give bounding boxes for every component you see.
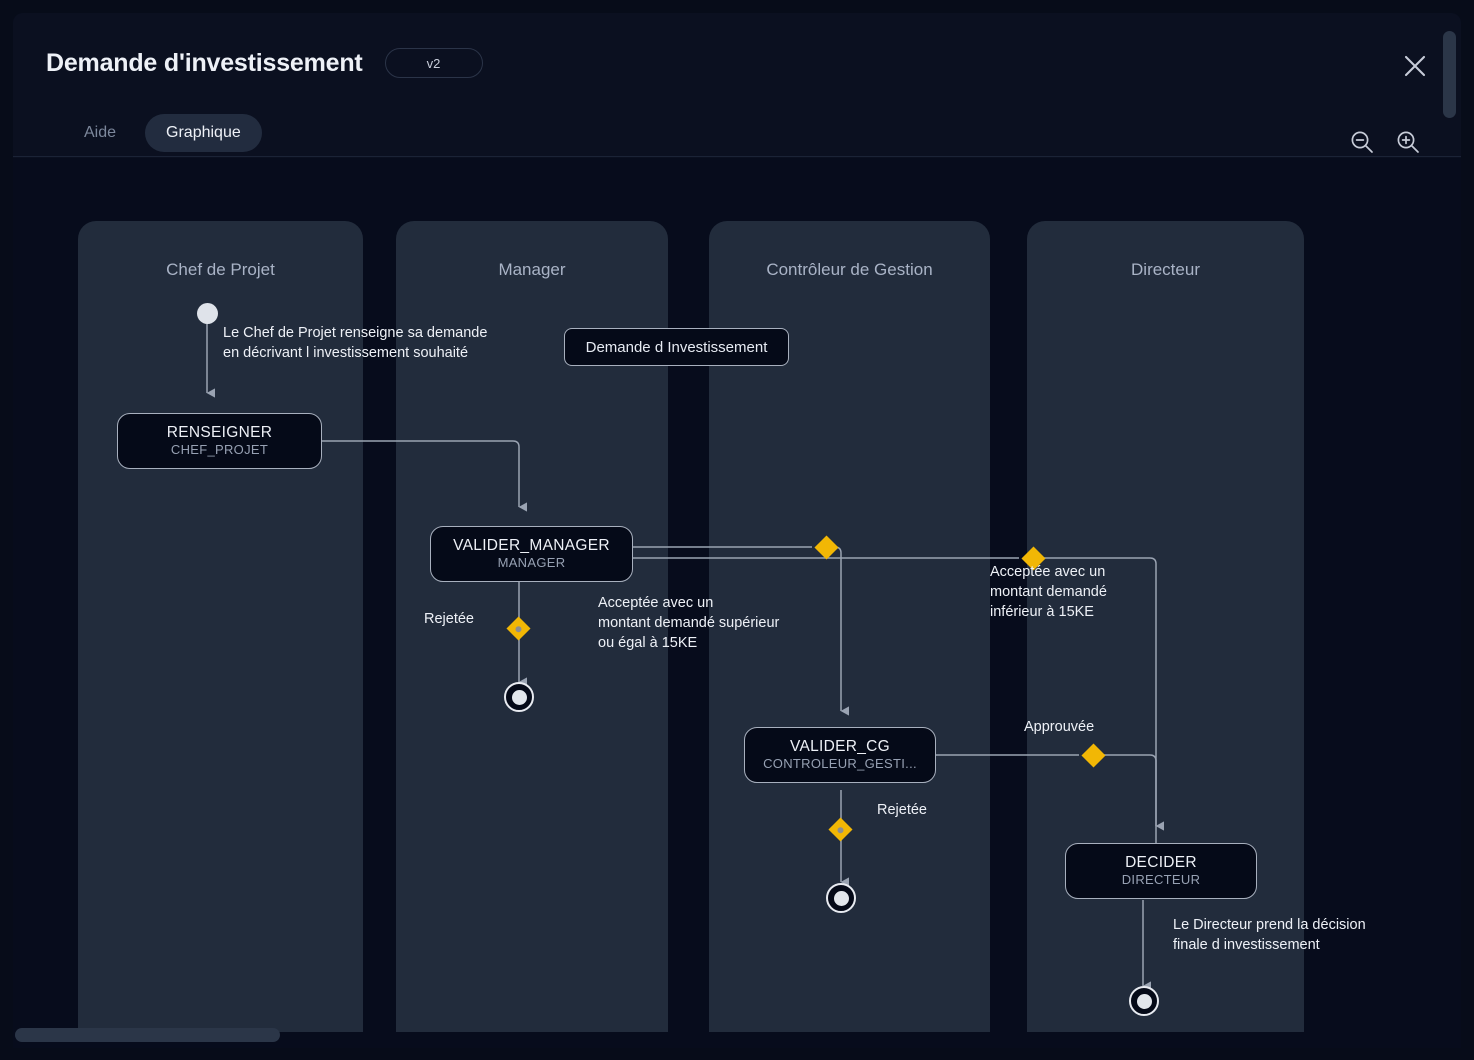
swimlane-title: Manager [498,260,566,279]
edge-label-rejetee-cg: Rejetée [877,802,927,818]
node-name: DECIDER [1125,853,1197,871]
node-valider-cg[interactable]: VALIDER_CG CONTROLEUR_GESTI... [744,727,936,783]
node-name: VALIDER_CG [789,737,891,755]
edge-label-approuvee: Approuvée [1024,719,1095,735]
note-start: Le Chef de Projet renseigne sa demande e… [223,325,488,362]
node-role: MANAGER [497,555,566,571]
end-node-manager-rejetee[interactable] [504,682,534,712]
swimlane-chef-de-projet: Chef de Projet [78,221,363,1032]
swimlane-title: Chef de Projet [166,260,275,279]
node-role: CONTROLEUR_GESTI... [763,756,917,772]
zoom-out-icon[interactable] [1349,129,1375,155]
diagram-content: Chef de Projet Manager Contrôleur de Ges… [13,158,1461,1048]
tab-graphique[interactable]: Graphique [145,114,262,152]
vertical-scrollbar[interactable] [1443,31,1456,118]
node-renseigner[interactable]: RENSEIGNER CHEF_PROJET [117,413,322,469]
node-name: RENSEIGNER [166,423,273,441]
close-icon[interactable] [1401,52,1429,80]
node-role: DIRECTEUR [1121,872,1201,888]
horizontal-scrollbar[interactable] [15,1028,280,1042]
start-node[interactable] [197,303,218,324]
end-node-cg-rejetee[interactable] [826,883,856,913]
title-row: Demande d'investissement v2 [46,48,483,78]
swimlane-directeur: Directeur [1027,221,1304,1032]
swimlane-title: Directeur [1131,260,1200,279]
panel-header: Demande d'investissement v2 Aide Graphiq… [13,13,1461,157]
note-decider: Le Directeur prend la décision finale d … [1173,917,1366,954]
diagram-canvas[interactable]: Chef de Projet Manager Contrôleur de Ges… [13,158,1461,1048]
tab-aide[interactable]: Aide [84,124,117,141]
edge-label-acceptee-inferieur: Acceptée avec un montant demandé inférie… [990,564,1107,620]
end-node-final[interactable] [1129,986,1159,1016]
page-title: Demande d'investissement [46,48,363,77]
tab-bar: Aide Graphique [63,114,262,152]
swimlane-title: Contrôleur de Gestion [766,260,933,279]
node-decider[interactable]: DECIDER DIRECTEUR [1065,843,1257,899]
node-valider-manager[interactable]: VALIDER_MANAGER MANAGER [430,526,633,582]
edge-label-acceptee-superieur: Acceptée avec un montant demandé supérie… [598,595,780,651]
zoom-in-icon[interactable] [1395,129,1421,155]
edge-label-rejetee-manager: Rejetée [424,611,474,627]
node-name: VALIDER_MANAGER [453,536,610,554]
process-tag: Demande d Investissement [564,328,789,366]
version-badge: v2 [384,48,483,78]
node-role: CHEF_PROJET [170,442,269,458]
modal-panel: Demande d'investissement v2 Aide Graphiq… [13,13,1461,1048]
